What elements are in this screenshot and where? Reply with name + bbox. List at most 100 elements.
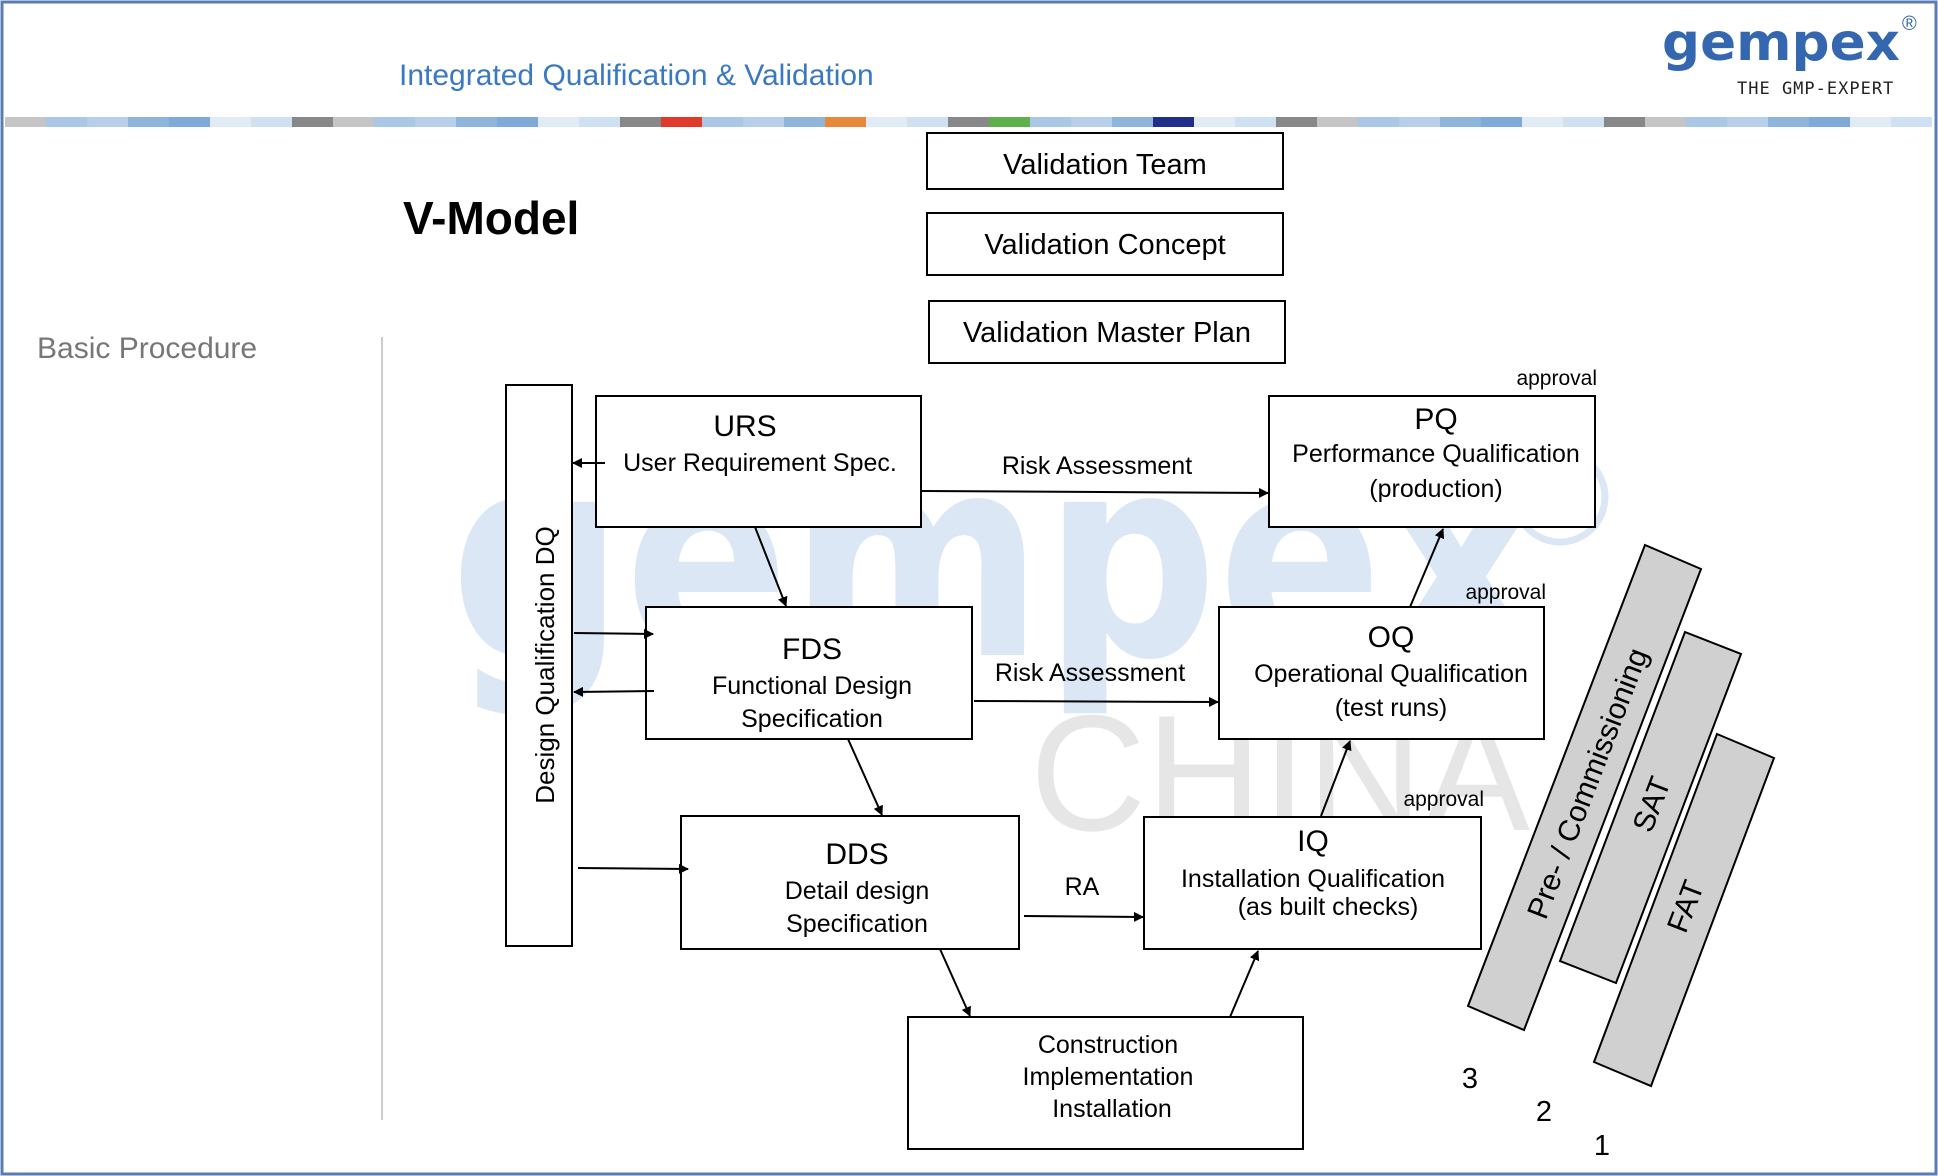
arrow-dds-to-construction bbox=[939, 948, 971, 1017]
sat-bar: SAT bbox=[1558, 630, 1743, 985]
logo-wordmark: gempex bbox=[1662, 13, 1900, 73]
stripe-segment bbox=[866, 117, 907, 127]
construction-line2: Implementation bbox=[1023, 1063, 1194, 1091]
section-label: Basic Procedure bbox=[37, 332, 257, 365]
stripe-segment bbox=[1235, 117, 1276, 127]
stripe-segment bbox=[251, 117, 292, 127]
validation-concept-label: Validation Concept bbox=[984, 229, 1225, 261]
pq-line1: Performance Qualification bbox=[1292, 440, 1580, 468]
validation-master-plan-label: Validation Master Plan bbox=[963, 317, 1251, 349]
stripe-segment bbox=[128, 117, 169, 127]
arrow-dq-to-fds bbox=[573, 628, 654, 639]
oq-approval-label: approval bbox=[1465, 581, 1546, 604]
stripe-segment bbox=[497, 117, 538, 127]
stripe-segment bbox=[5, 117, 46, 127]
stripe-segment bbox=[1276, 117, 1317, 127]
construction-box: Construction Implementation Installation bbox=[907, 1016, 1304, 1150]
stripe-segment bbox=[1809, 117, 1850, 127]
fat-number: 1 bbox=[1594, 1130, 1610, 1162]
ra-label-dds-iq: RA bbox=[1065, 873, 1100, 901]
header-title: Integrated Qualification & Validation bbox=[399, 59, 874, 92]
stripe-segment bbox=[1891, 117, 1932, 127]
sat-number: 2 bbox=[1536, 1096, 1552, 1128]
stripe-segment bbox=[989, 117, 1030, 127]
iq-line2: (as built checks) bbox=[1238, 893, 1419, 921]
gempex-logo: gempex ® THE GMP-EXPERT bbox=[1662, 13, 1917, 99]
arrow-fds-to-dq bbox=[573, 686, 655, 697]
fds-title: FDS bbox=[782, 633, 842, 666]
arrow-dq-to-dds bbox=[577, 863, 689, 874]
risk-assessment-label-fds-oq: Risk Assessment bbox=[995, 659, 1185, 687]
stripe-segment bbox=[743, 117, 784, 127]
fds-line1: Functional Design bbox=[712, 672, 912, 700]
flow-arrows bbox=[572, 458, 1445, 1018]
pq-line2: (production) bbox=[1369, 475, 1502, 503]
arrow-urs-to-pq bbox=[921, 487, 1269, 498]
stripe-segment bbox=[46, 117, 87, 127]
construction-line1: Construction bbox=[1038, 1031, 1178, 1059]
stripe-segment bbox=[333, 117, 374, 127]
dds-box: DDS Detail design Specification bbox=[680, 815, 1020, 950]
arrow-construction-to-iq bbox=[1229, 950, 1260, 1018]
stripe-segment bbox=[1522, 117, 1563, 127]
stripe-segment bbox=[907, 117, 948, 127]
stripe-segment bbox=[169, 117, 210, 127]
urs-box: URS User Requirement Spec. bbox=[595, 395, 922, 528]
stripe-segment bbox=[1399, 117, 1440, 127]
logo-tagline: THE GMP-EXPERT bbox=[1737, 79, 1894, 99]
fat-bar: FAT bbox=[1592, 732, 1776, 1088]
oq-line2: (test runs) bbox=[1335, 694, 1448, 722]
logo-registered-mark: ® bbox=[1902, 13, 1917, 35]
stripe-segment bbox=[1440, 117, 1481, 127]
stripe-segment bbox=[948, 117, 989, 127]
stripe-segment bbox=[538, 117, 579, 127]
urs-title: URS bbox=[713, 410, 776, 443]
slide-heading: V-Model bbox=[403, 192, 579, 244]
stripe-segment bbox=[292, 117, 333, 127]
arrow-oq-to-pq bbox=[1409, 528, 1445, 608]
urs-subtitle: User Requirement Spec. bbox=[623, 449, 897, 477]
pq-approval-label: approval bbox=[1516, 367, 1597, 390]
iq-title: IQ bbox=[1297, 825, 1329, 858]
stripe-segment bbox=[1768, 117, 1809, 127]
arrow-fds-to-dds bbox=[847, 738, 883, 816]
iq-box: IQ Installation Qualification (as built … bbox=[1143, 788, 1484, 950]
stripe-segment bbox=[1194, 117, 1235, 127]
validation-team-label: Validation Team bbox=[1003, 149, 1207, 181]
stripe-segment bbox=[1563, 117, 1604, 127]
stripe-segment bbox=[1153, 117, 1194, 127]
stripe-segment bbox=[702, 117, 743, 127]
stripe-segment bbox=[825, 117, 866, 127]
fds-line2: Specification bbox=[741, 705, 883, 733]
stripe-segment bbox=[1071, 117, 1112, 127]
validation-master-plan-box: Validation Master Plan bbox=[928, 300, 1286, 364]
stripe-segment bbox=[1645, 117, 1686, 127]
pq-title: PQ bbox=[1414, 403, 1457, 436]
oq-box: OQ Operational Qualification (test runs)… bbox=[1218, 581, 1546, 740]
stripe-segment bbox=[661, 117, 702, 127]
arrow-dds-to-iq bbox=[1023, 911, 1144, 922]
stripe-segment bbox=[415, 117, 456, 127]
stripe-segment bbox=[1030, 117, 1071, 127]
validation-concept-box: Validation Concept bbox=[926, 212, 1284, 276]
stripe-segment bbox=[1358, 117, 1399, 127]
arrow-urs-to-fds bbox=[754, 526, 788, 607]
stripe-segment bbox=[1604, 117, 1645, 127]
stripe-segment bbox=[1850, 117, 1891, 127]
stripe-segment bbox=[456, 117, 497, 127]
stripe-segment bbox=[1481, 117, 1522, 127]
oq-line1: Operational Qualification bbox=[1254, 660, 1528, 688]
design-qualification-label: Design Qualification DQ bbox=[530, 526, 560, 803]
stripe-segment bbox=[87, 117, 128, 127]
stripe-segment bbox=[1727, 117, 1768, 127]
arrow-fds-to-oq bbox=[973, 696, 1219, 707]
arrow-iq-to-oq bbox=[1320, 740, 1352, 817]
oq-title: OQ bbox=[1368, 621, 1415, 654]
stripe-segment bbox=[1112, 117, 1153, 127]
construction-line3: Installation bbox=[1052, 1095, 1172, 1123]
stripe-segment bbox=[620, 117, 661, 127]
stripe-segment bbox=[1686, 117, 1727, 127]
